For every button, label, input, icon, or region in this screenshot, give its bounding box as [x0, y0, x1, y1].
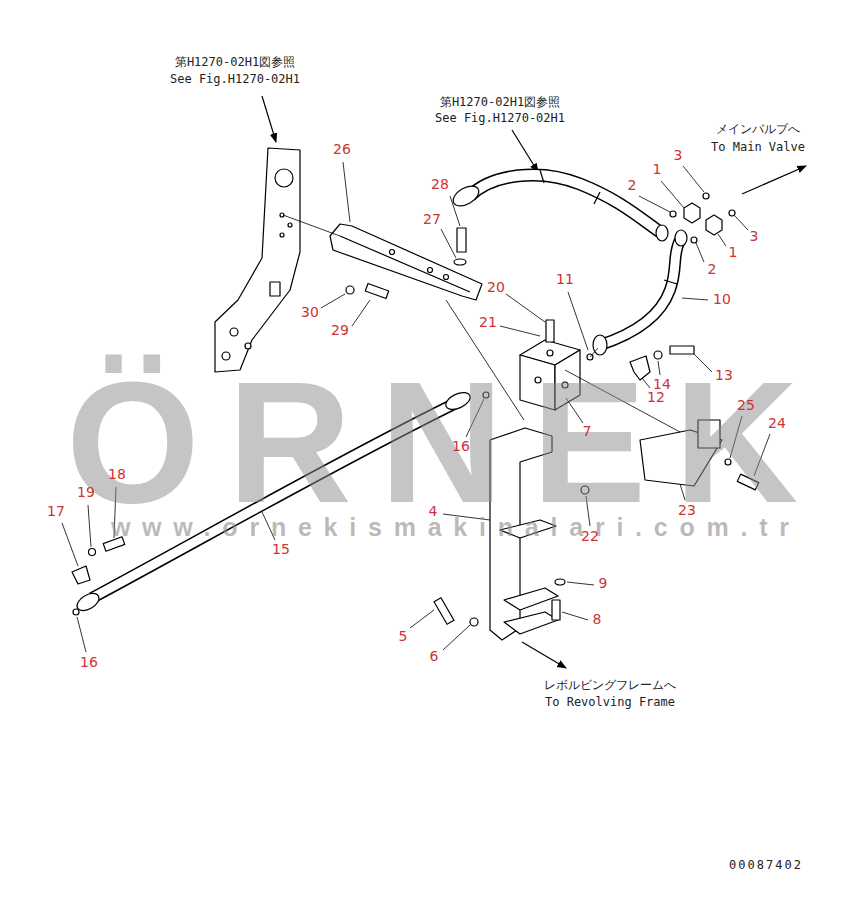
washer — [346, 286, 354, 294]
callout-number: 25 — [737, 398, 755, 413]
callout-number: 28 — [431, 177, 449, 192]
reference-note: See Fig.H1270-02H1 — [170, 73, 300, 86]
nut — [546, 320, 554, 342]
washer — [454, 259, 466, 265]
reference-note: レボルビングフレームへ — [544, 679, 676, 692]
callout-number: 15 — [272, 542, 290, 557]
fitting — [684, 203, 700, 223]
reference-arrow — [262, 96, 276, 142]
reference-note: See Fig.H1270-02H1 — [435, 112, 565, 125]
clamp — [72, 566, 90, 584]
reference-note: To Revolving Frame — [545, 696, 675, 709]
bolt — [670, 346, 694, 354]
reference-note: To Main Valve — [711, 141, 805, 154]
hose-flange — [450, 182, 482, 210]
callout-number: 17 — [47, 504, 65, 519]
bracket — [330, 224, 482, 300]
callout-number: 2 — [708, 262, 717, 277]
callout-number: 19 — [77, 485, 95, 500]
callout-number: 7 — [583, 424, 592, 439]
direction-arrow — [522, 642, 566, 668]
washer — [89, 549, 96, 556]
bolt — [552, 600, 560, 620]
direction-arrow — [742, 166, 806, 194]
fitting — [706, 215, 722, 235]
frame-plate — [215, 148, 300, 372]
bolt — [365, 283, 388, 298]
watermark-url: www.ornekismakinalari.com.tr — [99, 514, 801, 542]
callout-number: 26 — [333, 142, 351, 157]
reference-note: 第H1270-02H1図参照 — [175, 56, 295, 69]
callout-number: 20 — [487, 280, 505, 295]
reference-note: 第H1270-02H1図参照 — [440, 96, 560, 109]
callout-number: 10 — [713, 292, 731, 307]
drawing-number: 00087402 — [729, 859, 803, 872]
plate-fitting — [270, 282, 280, 296]
hose-flange — [593, 335, 607, 355]
reference-note: メインバルブへ — [716, 123, 800, 136]
watermark: ÖRNEK — [38, 356, 826, 528]
hose-end — [656, 225, 668, 241]
plate-hole — [275, 169, 293, 187]
callout-number: 1 — [653, 162, 662, 177]
callout-number: 1 — [729, 245, 738, 260]
callout-number: 5 — [399, 629, 408, 644]
washer — [555, 579, 565, 585]
callout-number: 29 — [331, 323, 349, 338]
callout-number: 3 — [750, 229, 759, 244]
hose-end — [675, 230, 687, 246]
callout-number: 16 — [80, 655, 98, 670]
bolt — [457, 228, 466, 252]
callout-number: 21 — [479, 315, 497, 330]
callout-number: 30 — [301, 305, 319, 320]
callout-number: 27 — [423, 212, 441, 227]
callout-number: 3 — [674, 148, 683, 163]
callout-number: 18 — [108, 467, 126, 482]
callout-number: 2 — [628, 178, 637, 193]
bolt — [434, 598, 454, 625]
washer — [470, 618, 478, 626]
callout-number: 11 — [556, 272, 574, 287]
callout-number: 8 — [593, 612, 602, 627]
callout-number: 16 — [452, 439, 470, 454]
callout-number: 6 — [430, 649, 439, 664]
callout-number: 24 — [768, 416, 786, 431]
reference-arrow — [512, 130, 538, 172]
callout-number: 9 — [599, 576, 608, 591]
callout-number: 22 — [581, 529, 599, 544]
